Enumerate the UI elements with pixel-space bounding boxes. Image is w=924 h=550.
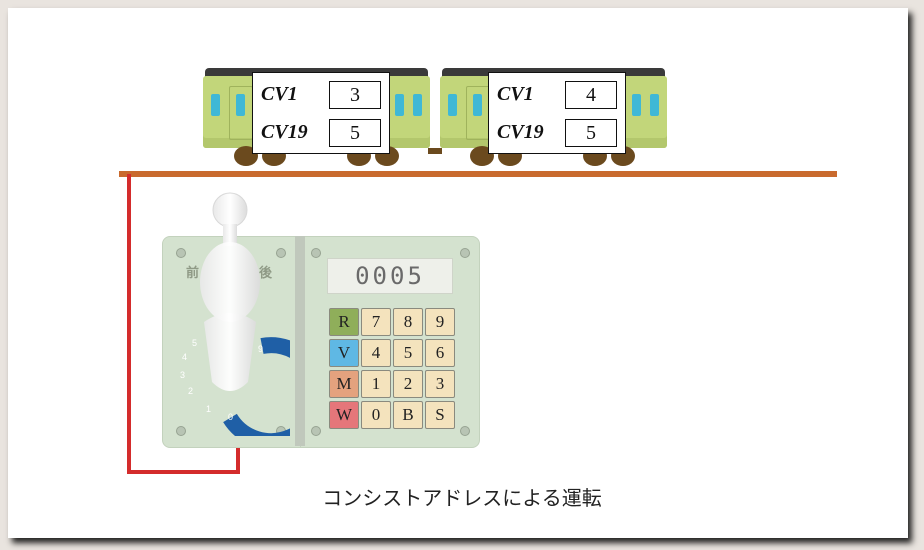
car-window [473,94,482,116]
dial-number: 9 [258,344,263,354]
cv1-value: 3 [329,81,381,109]
screw [460,248,470,258]
key-2[interactable]: 2 [393,370,423,398]
car-window [413,94,422,116]
feed-wire [127,470,240,474]
cv19-value: 5 [329,119,381,147]
key-s[interactable]: S [425,401,455,429]
cv-box-car-2: CV1 4 CV19 5 [488,72,626,154]
screw [311,248,321,258]
cv-box-car-1: CV1 3 CV19 5 [252,72,390,154]
car-window [448,94,457,116]
screw [176,426,186,436]
lever-base [204,313,256,391]
throttle-lever[interactable] [190,192,270,407]
key-1[interactable]: 1 [361,370,391,398]
cv1-label: CV1 [497,83,534,105]
dial-number: 4 [182,352,187,362]
car-window [211,94,220,116]
key-0[interactable]: 0 [361,401,391,429]
key-m[interactable]: M [329,370,359,398]
key-w[interactable]: W [329,401,359,429]
address-display: 0005 [327,258,453,294]
key-9[interactable]: 9 [425,308,455,336]
speed-dial: 0 1 2 3 4 5 9 [180,337,290,436]
panel-hinge [295,236,305,446]
car-window [395,94,404,116]
screw [311,426,321,436]
key-3[interactable]: 3 [425,370,455,398]
key-7[interactable]: 7 [361,308,391,336]
cv19-label: CV19 [497,121,544,143]
lever-body [200,242,260,322]
screw [276,248,286,258]
forward-label: 前 [186,265,200,280]
dial-number: 0 [228,412,233,422]
feed-wire [236,446,240,474]
key-5[interactable]: 5 [393,339,423,367]
key-6[interactable]: 6 [425,339,455,367]
cv19-value: 5 [565,119,617,147]
cv1-value: 4 [565,81,617,109]
diagram-caption: コンシストアドレスによる運転 [322,488,602,510]
car-window [236,94,245,116]
key-8[interactable]: 8 [393,308,423,336]
screw [176,248,186,258]
screw [460,426,470,436]
key-4[interactable]: 4 [361,339,391,367]
cv1-label: CV1 [261,83,298,105]
dial-number: 2 [188,386,193,396]
cv19-label: CV19 [261,121,308,143]
lever-shaft [223,224,237,246]
rail [119,171,837,177]
car-window [632,94,641,116]
feed-wire [127,174,131,474]
dial-number: 5 [192,338,197,348]
lever-knob[interactable] [212,192,248,228]
coupler [428,148,442,154]
key-r[interactable]: R [329,308,359,336]
car-window [650,94,659,116]
dial-number: 1 [206,404,211,414]
dial-number: 3 [180,370,185,380]
reverse-label: 後 [259,265,273,280]
key-v[interactable]: V [329,339,359,367]
key-b[interactable]: B [393,401,423,429]
